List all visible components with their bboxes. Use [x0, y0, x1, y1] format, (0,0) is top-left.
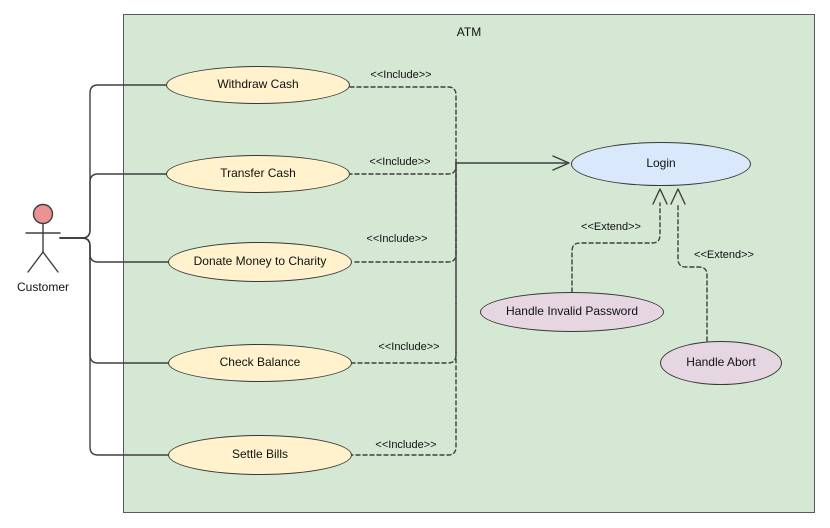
edge-customer-settle-bills[interactable] [59, 237, 169, 456]
use-case-label: Handle Invalid Password [505, 304, 639, 319]
edge-include-donate-login[interactable] [351, 162, 457, 263]
use-case-donate-money-to-charity[interactable]: Donate Money to Charity [168, 242, 352, 282]
extend-label-invalid-password: <<Extend>> [581, 221, 641, 233]
use-case-label: Donate Money to Charity [193, 254, 327, 269]
edge-include-withdraw-login[interactable] [349, 86, 457, 164]
edge-include-check-login[interactable] [351, 162, 457, 364]
actor-legs [27, 251, 59, 273]
use-case-label: Withdraw Cash [217, 77, 299, 92]
use-case-label: Settle Bills [231, 447, 289, 462]
include-label-withdraw: <<Include>> [370, 69, 432, 81]
edge-customer-withdraw-cash[interactable] [59, 84, 167, 239]
use-case-label: Check Balance [219, 355, 301, 370]
arrowhead-open-extend-invalid-password [652, 188, 668, 205]
system-title: ATM [456, 25, 482, 39]
include-label-settle: <<Include>> [375, 439, 437, 451]
arrowhead-open-extend-handle-abort [670, 188, 686, 205]
edge-extend-handle-abort-login[interactable] [677, 202, 708, 342]
use-case-login[interactable]: Login [571, 142, 751, 186]
use-case-transfer-cash[interactable]: Transfer Cash [166, 155, 350, 193]
arrowhead-open-login-left [552, 155, 570, 171]
extend-label-handle-abort: <<Extend>> [694, 249, 754, 261]
actor-head [32, 203, 54, 225]
use-case-label: Login [646, 156, 676, 171]
edge-customer-donate-money[interactable] [59, 237, 169, 263]
edge-extend-invalid-password-login[interactable] [571, 202, 661, 293]
use-case-withdraw-cash[interactable]: Withdraw Cash [166, 66, 350, 104]
use-case-handle-abort[interactable]: Handle Abort [660, 341, 782, 385]
edge-customer-check-balance[interactable] [59, 237, 169, 364]
use-case-check-balance[interactable]: Check Balance [168, 344, 352, 382]
actor-customer-figure[interactable] [25, 203, 61, 273]
include-label-donate: <<Include>> [366, 233, 428, 245]
edge-include-settle-login[interactable] [351, 162, 457, 456]
edge-customer-transfer-cash[interactable] [59, 173, 167, 239]
use-case-label: Transfer Cash [220, 166, 296, 181]
use-case-label: Handle Abort [686, 355, 756, 370]
actor-customer-label: Customer [16, 280, 70, 294]
use-case-settle-bills[interactable]: Settle Bills [168, 435, 352, 475]
include-label-check: <<Include>> [378, 341, 440, 353]
include-label-transfer: <<Include>> [369, 156, 431, 168]
use-case-handle-invalid-password[interactable]: Handle Invalid Password [480, 292, 664, 332]
